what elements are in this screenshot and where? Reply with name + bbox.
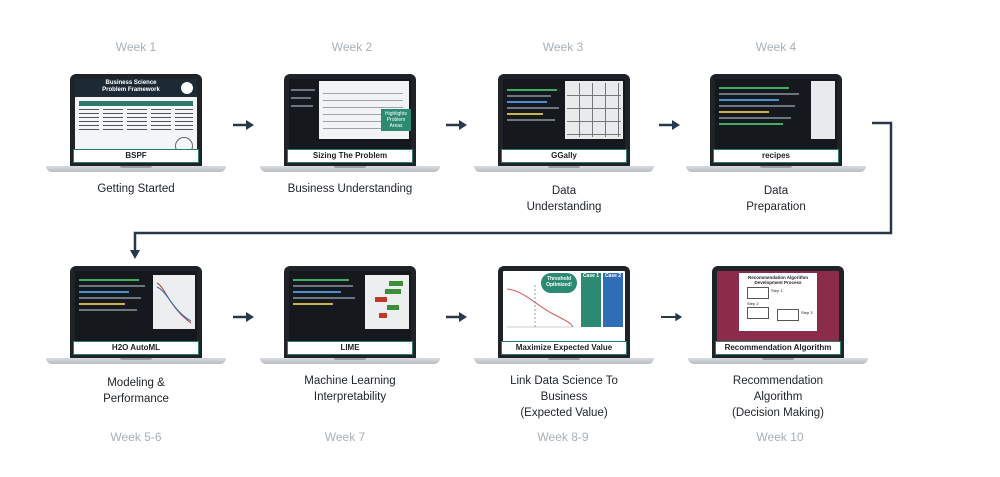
screen-caption: recipes [713, 149, 839, 163]
week-label: Week 4 [755, 40, 797, 54]
screen-caption: GGally [501, 149, 627, 163]
week-label: Week 5-6 [110, 430, 162, 444]
arrow-right-icon [446, 120, 467, 130]
case-label: Case 2 [604, 273, 622, 279]
screen-caption: H2O AutoML [73, 341, 199, 355]
step-label: Business Understanding [287, 183, 413, 195]
laptop-ggally: GGally [474, 74, 654, 174]
step-label: Modeling &Performance [103, 377, 169, 405]
callout-text: Problem [386, 117, 406, 123]
screen-caption: Maximize Expected Value [501, 341, 627, 355]
laptop-screen [715, 79, 837, 161]
screen-caption: Sizing The Problem [287, 149, 413, 163]
arrow-right-icon [661, 312, 683, 322]
screen-caption: Recommendation Algorithm [715, 341, 841, 355]
step-label: Getting Started [97, 183, 175, 195]
week-label: Week 8-9 [537, 430, 589, 444]
arrow-right-icon [233, 120, 254, 130]
laptop-lime: LIME [260, 266, 440, 366]
laptop-bspf: Business Science Problem Framework BSPF [46, 74, 226, 174]
laptop-screen [289, 271, 411, 353]
laptop-recommendation-algorithm: Recommendation Algorithm Development Pro… [688, 266, 868, 366]
laptop-sizing-the-problem: Highlights Problem Areas Sizing The Prob… [260, 74, 440, 174]
laptop-screen: Highlights Problem Areas [289, 79, 411, 161]
screen-caption: BSPF [73, 149, 199, 163]
laptop-screen: Recommendation Algorithm Development Pro… [717, 271, 839, 353]
arrow-right-icon [659, 120, 680, 130]
laptop-screen [75, 271, 197, 353]
arrow-right-icon [446, 312, 467, 322]
case-label: Case 1 [582, 273, 600, 279]
week-label: Week 2 [331, 40, 373, 54]
laptop-screen: Business Science Problem Framework [75, 79, 197, 161]
laptop-screen [503, 79, 625, 161]
callout-text: Areas [389, 123, 403, 129]
week-label: Week 10 [756, 430, 804, 444]
laptop-recipes: recipes [686, 74, 866, 174]
step-text: Step 2 [747, 301, 759, 306]
week-label: Week 1 [115, 40, 157, 54]
week-label: Week 7 [324, 430, 366, 444]
laptop-h2o-automl: H2O AutoML [46, 266, 226, 366]
week-label: Week 3 [542, 40, 584, 54]
step-text: Step 3 [801, 310, 813, 315]
screen-title: Problem Framework [102, 87, 160, 93]
screen-title: Development Process [754, 280, 802, 285]
screen-title: Recommendation Algorithm [747, 275, 809, 280]
arrow-right-icon [233, 312, 254, 322]
callout-text: Highlights [385, 111, 407, 117]
step-text: Step 1 [771, 288, 783, 293]
screen-title: Business Science [105, 80, 157, 86]
screen-caption: LIME [287, 341, 413, 355]
